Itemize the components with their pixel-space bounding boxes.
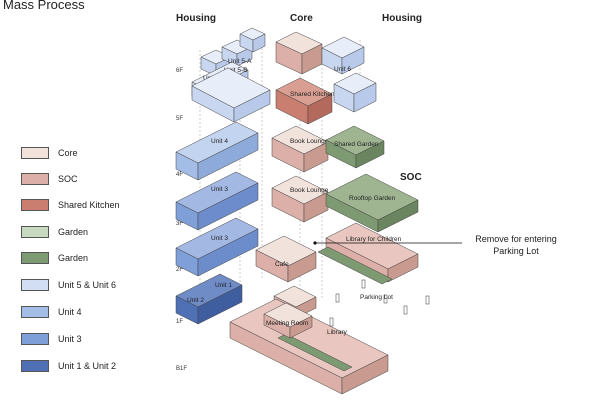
label-unit-6: Unit 6 bbox=[334, 66, 351, 73]
floor-label-4f: 4F bbox=[176, 172, 184, 178]
label-library: Library bbox=[327, 329, 348, 336]
label-cafe: Cafe bbox=[275, 261, 289, 268]
label-unit-3-2f: Unit 3 bbox=[211, 235, 228, 242]
legend-label: Shared Kitchen bbox=[58, 200, 120, 210]
label-unit-3-3f: Unit 3 bbox=[211, 186, 228, 193]
book-lounge-box-3f bbox=[271, 175, 329, 223]
label-unit-5a: Unit 5-A bbox=[228, 58, 252, 65]
unit5-box-5f bbox=[191, 67, 271, 123]
legend-swatch bbox=[21, 173, 49, 185]
floor-label-6f: 6F bbox=[176, 68, 184, 74]
label-shared-garden: Shared Garden bbox=[334, 141, 379, 148]
library-children-box-2f bbox=[317, 222, 419, 285]
legend-label: Garden bbox=[58, 253, 89, 263]
library-box-b1f bbox=[229, 298, 389, 395]
unit1-unit2-box-1f bbox=[175, 273, 243, 325]
cafe-box-2f bbox=[255, 235, 317, 283]
legend-item-unit1-2: Unit 1 & Unit 2 bbox=[21, 359, 116, 373]
legend-swatch bbox=[21, 333, 49, 345]
core-box-6f bbox=[275, 31, 323, 75]
shared-kitchen-box-5f bbox=[275, 77, 333, 125]
legend-item-core: Core bbox=[21, 146, 78, 160]
unit6-box-6f bbox=[321, 36, 365, 75]
floor-label-5f: 5F bbox=[176, 116, 184, 122]
legend-swatch bbox=[21, 279, 49, 291]
legend-label: Garden bbox=[58, 227, 89, 237]
label-unit-5b: Unit 5-B bbox=[224, 67, 247, 74]
unit4-box-4f bbox=[175, 121, 259, 181]
unit3-box-2f bbox=[175, 217, 259, 277]
column-heading-housing-left: Housing bbox=[176, 13, 216, 24]
legend-item-garden-light: Garden bbox=[21, 225, 88, 239]
label-parking-lot: Parking Lot bbox=[360, 294, 393, 301]
label-book-lounge-3f: Book Lounge bbox=[290, 187, 329, 194]
rooftop-garden-box-3f bbox=[325, 173, 419, 233]
label-book-lounge-4f: Book Lounge bbox=[290, 138, 329, 145]
floor-label-3f: 3F bbox=[176, 221, 184, 227]
legend-label: Core bbox=[58, 148, 78, 158]
meeting-room-box-b1f bbox=[263, 302, 313, 339]
floor-label-2f: 2F bbox=[176, 267, 184, 273]
legend-item-shared-kitchen: Shared Kitchen bbox=[21, 198, 120, 212]
column-heading-housing-right: Housing bbox=[382, 13, 422, 24]
label-rooftop-garden: Rooftop Garden bbox=[349, 195, 396, 202]
label-unit-1: Unit 1 bbox=[215, 282, 232, 289]
legend-swatch bbox=[21, 252, 49, 264]
legend-label: Unit 5 & Unit 6 bbox=[58, 280, 117, 290]
unit6-box-5f bbox=[333, 72, 377, 113]
annotation-line-1: Remove for entering bbox=[475, 234, 557, 244]
shared-garden-box-4f bbox=[325, 125, 385, 169]
unit3-box-3f bbox=[175, 171, 259, 231]
legend-label: Unit 4 bbox=[58, 307, 82, 317]
legend-swatch bbox=[21, 306, 49, 318]
label-shared-kitchen: Shared Kitchen bbox=[290, 91, 335, 98]
floor-label-1f: 1F bbox=[176, 319, 184, 325]
legend-swatch bbox=[21, 226, 49, 238]
page-title: Mass Process bbox=[3, 0, 85, 12]
legend-swatch bbox=[21, 360, 49, 372]
soc-heading: SOC bbox=[400, 172, 422, 183]
legend-item-unit5-6: Unit 5 & Unit 6 bbox=[21, 278, 116, 292]
legend-label: SOC bbox=[58, 174, 78, 184]
legend-item-soc: SOC bbox=[21, 172, 78, 186]
parking-columns-1f bbox=[329, 279, 430, 327]
annotation-line-2: Parking Lot bbox=[493, 246, 539, 256]
legend-swatch bbox=[21, 147, 49, 159]
label-meeting-room: Meeting Room bbox=[266, 320, 308, 327]
legend-swatch bbox=[21, 199, 49, 211]
label-unit-2: Unit 2 bbox=[187, 297, 204, 304]
annotation-remove-parking: Remove for entering Parking Lot bbox=[460, 233, 572, 257]
floor-label-b1f: B1F bbox=[176, 366, 188, 372]
legend-item-unit3: Unit 3 bbox=[21, 332, 82, 346]
legend-label: Unit 3 bbox=[58, 334, 82, 344]
book-lounge-box-4f bbox=[271, 125, 329, 173]
label-unit-4: Unit 4 bbox=[211, 138, 228, 145]
legend-item-unit4: Unit 4 bbox=[21, 305, 82, 319]
label-library-for-children: Library for Children bbox=[346, 236, 402, 243]
legend-label: Unit 1 & Unit 2 bbox=[58, 361, 117, 371]
column-heading-core: Core bbox=[290, 13, 313, 24]
legend-item-garden-dark: Garden bbox=[21, 251, 88, 265]
